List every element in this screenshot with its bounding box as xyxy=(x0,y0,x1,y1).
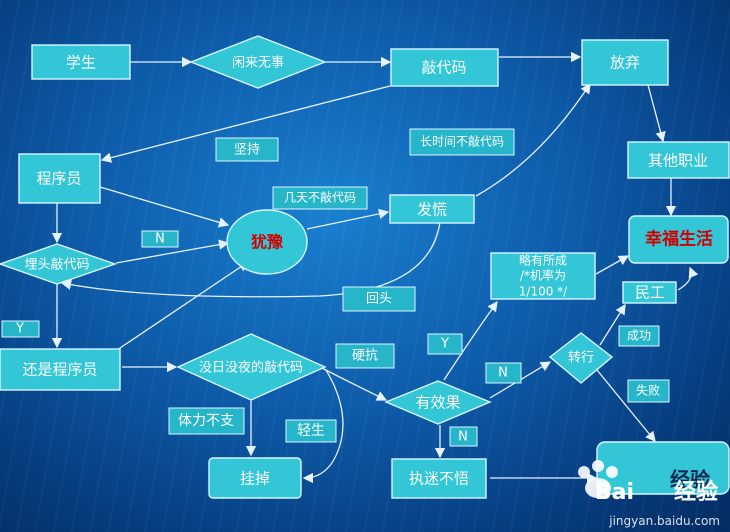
arrow-still-hesitate xyxy=(116,261,250,351)
svg-text:还是程序员: 还是程序员 xyxy=(22,361,97,379)
label-hard-resist: 硬抗 xyxy=(335,343,395,369)
arrow-hesitate-panic xyxy=(306,208,390,230)
svg-text:幸福生活: 幸福生活 xyxy=(645,229,713,250)
label-n2: N xyxy=(485,362,522,384)
label-n3: N xyxy=(449,426,478,447)
arrow-achieve-happy xyxy=(595,255,630,275)
node-student: 学生 xyxy=(31,44,131,80)
svg-text:敲代码: 敲代码 xyxy=(421,59,466,77)
svg-text:犹豫: 犹豫 xyxy=(251,233,283,252)
svg-text:回头: 回头 xyxy=(366,292,392,307)
paw-icon xyxy=(578,460,618,498)
label-suicide: 轻生 xyxy=(285,419,337,443)
svg-text:失败: 失败 xyxy=(636,383,660,398)
svg-text:挂掉: 挂掉 xyxy=(240,470,270,488)
svg-text:Y: Y xyxy=(15,322,24,337)
label-n1: N xyxy=(141,230,179,248)
svg-text:N: N xyxy=(498,366,508,381)
arrow-switch-experience xyxy=(596,369,656,443)
svg-text:没日没夜的敲代码: 没日没夜的敲代码 xyxy=(199,360,303,376)
node-give-up: 放弃 xyxy=(581,39,669,86)
svg-text:民工: 民工 xyxy=(635,284,665,302)
svg-text:学生: 学生 xyxy=(66,54,96,72)
svg-text:有效果: 有效果 xyxy=(415,394,460,412)
svg-text:埋头敲代码: 埋头敲代码 xyxy=(24,257,89,273)
node-happy-life: 幸福生活 xyxy=(628,215,729,264)
label-days-no-code: 几天不敲代码 xyxy=(272,186,368,210)
svg-text:放弃: 放弃 xyxy=(610,54,640,72)
label-y2: Y xyxy=(427,333,463,355)
node-day-night-code: 没日没夜的敲代码 xyxy=(176,333,327,401)
node-panic: 发慌 xyxy=(389,194,475,224)
node-idle: 闲来无事 xyxy=(189,35,327,89)
svg-text:N: N xyxy=(155,232,165,247)
watermark-url: jingyan.baidu.com xyxy=(609,514,720,528)
node-effective: 有效果 xyxy=(384,380,492,425)
svg-text:坚持: 坚持 xyxy=(234,143,260,158)
svg-text:硬抗: 硬抗 xyxy=(352,349,378,364)
node-migrant: 民工 xyxy=(622,281,677,304)
svg-text:轻生: 轻生 xyxy=(297,423,325,439)
svg-text:闲来无事: 闲来无事 xyxy=(232,56,284,71)
node-other-job: 其他职业 xyxy=(627,141,730,179)
arrow-panic-bury xyxy=(60,221,441,298)
svg-text:成功: 成功 xyxy=(627,329,651,343)
label-exhausted: 体力不支 xyxy=(168,407,245,435)
svg-text:经验: 经验 xyxy=(670,468,710,492)
node-code: 敲代码 xyxy=(390,48,499,87)
svg-text:长时间不敲代码: 长时间不敲代码 xyxy=(420,134,504,149)
label-long-no-code: 长时间不敲代码 xyxy=(409,128,515,156)
node-experience: 经验 xyxy=(596,441,730,495)
arrow-bury-hesitate xyxy=(115,239,230,264)
label-failure: 失败 xyxy=(627,379,670,403)
arrow-switch-migrant xyxy=(599,303,626,346)
node-bury-code: 埋头敲代码 xyxy=(0,243,118,285)
connectors xyxy=(51,51,699,484)
node-hesitate: 犹豫 xyxy=(226,209,308,275)
label-success: 成功 xyxy=(618,325,660,347)
node-achievement: 略有所成 /*机率为 1/100 */ xyxy=(490,252,596,300)
svg-text:转行: 转行 xyxy=(568,351,594,366)
label-persist: 坚持 xyxy=(215,137,279,162)
node-programmer: 程序员 xyxy=(18,153,101,204)
label-y1: Y xyxy=(1,320,40,338)
svg-text:1/100 */: 1/100 */ xyxy=(519,285,568,299)
label-go-back: 回头 xyxy=(342,286,416,312)
svg-text:程序员: 程序员 xyxy=(36,170,81,188)
arrow-daynight-suicide xyxy=(302,369,344,484)
node-switch: 转行 xyxy=(548,332,614,384)
svg-text:N: N xyxy=(458,430,468,445)
arrow-panic-giveup xyxy=(475,82,591,197)
svg-text:执迷不悟: 执迷不悟 xyxy=(409,470,469,488)
svg-text:/*机率为: /*机率为 xyxy=(520,268,566,283)
node-still-programmer: 还是程序员 xyxy=(0,348,121,391)
svg-text:体力不支: 体力不支 xyxy=(178,413,234,429)
arrow-giveup-otherjob xyxy=(647,84,666,143)
arrow-daynight-effective xyxy=(319,366,388,401)
arrow-programmer-hesitate xyxy=(99,186,230,228)
svg-text:几天不敲代码: 几天不敲代码 xyxy=(284,190,356,205)
svg-text:发慌: 发慌 xyxy=(417,201,447,219)
svg-text:Y: Y xyxy=(440,337,449,352)
svg-text:其他职业: 其他职业 xyxy=(648,152,708,170)
node-obsessed: 执迷不悟 xyxy=(391,458,487,499)
svg-text:略有所成: 略有所成 xyxy=(519,253,567,268)
arrow-code-programmer xyxy=(100,85,391,163)
arrow-effective-achieve xyxy=(443,300,498,381)
node-dropout: 挂掉 xyxy=(208,457,302,499)
arrow-migrant-happy xyxy=(677,266,699,291)
